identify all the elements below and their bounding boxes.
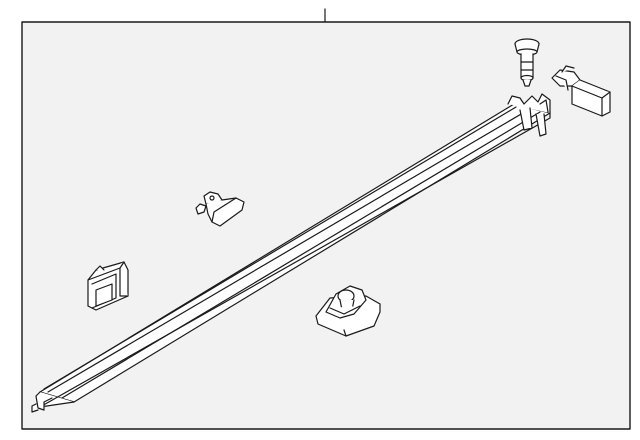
retainer-clip xyxy=(195,191,245,227)
retaining-bolt xyxy=(514,38,540,87)
end-cap-bracket xyxy=(551,65,611,117)
rocker-molding-strip xyxy=(31,93,551,413)
mounting-bracket xyxy=(315,285,381,337)
rectangular-clip xyxy=(87,261,129,311)
